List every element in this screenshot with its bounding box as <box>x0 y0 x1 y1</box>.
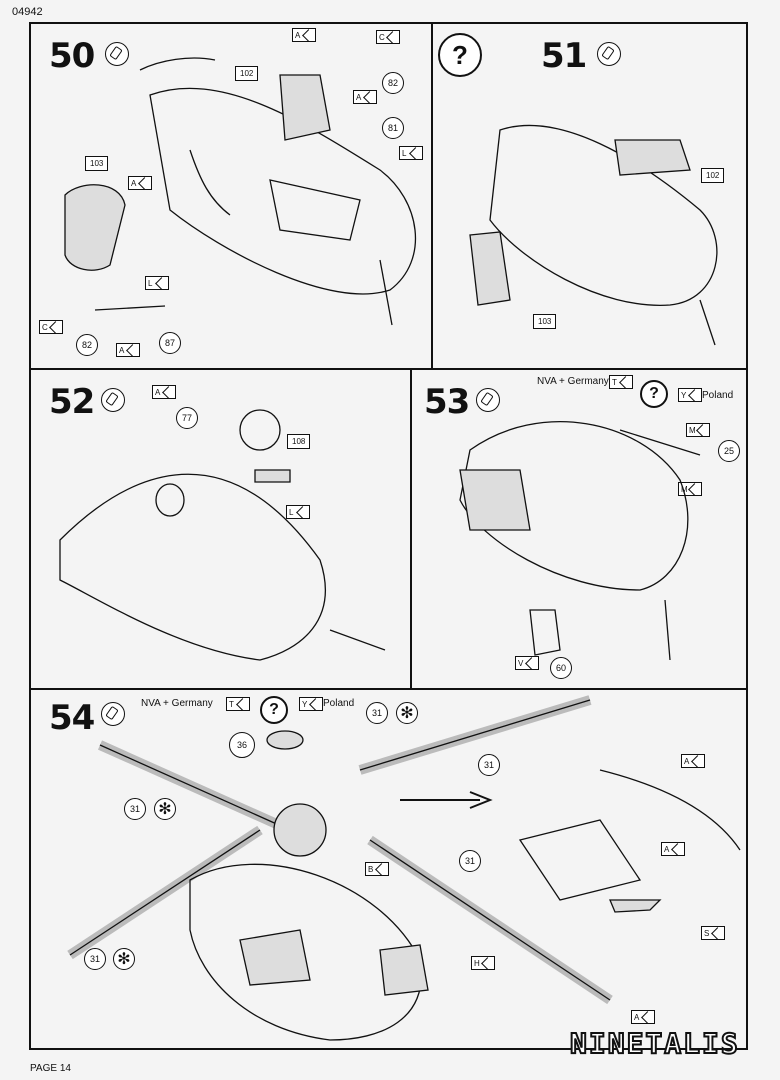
part-82: 82 <box>382 72 404 94</box>
part-label-108: 108 <box>287 434 311 449</box>
step-number: 52 <box>49 382 95 422</box>
question-icon: ? <box>438 33 482 77</box>
part-31d: 31 <box>459 850 481 872</box>
part-label-102: 102 <box>235 66 259 81</box>
question-icon: ? <box>640 380 668 408</box>
step-number: 50 <box>49 36 95 76</box>
variant-poland: Poland <box>323 698 355 709</box>
flag-A3: A <box>128 176 152 190</box>
step-number: 51 <box>541 36 587 76</box>
step-number: 54 <box>49 698 95 738</box>
flag-V: V <box>515 656 539 670</box>
flag-T: T <box>609 375 633 389</box>
flag-H: H <box>471 956 495 970</box>
glue-tube-icon <box>101 388 125 412</box>
flag-L2: L <box>145 276 169 290</box>
flag-C: C <box>376 30 400 44</box>
part-31b: 31 <box>124 798 146 820</box>
flag-Y: Y <box>299 697 323 711</box>
flag-A2: A <box>661 842 685 856</box>
flag-A: A <box>681 754 705 768</box>
part-label-103: 103 <box>533 314 557 329</box>
part-25: 25 <box>718 440 740 462</box>
glue-tube-icon <box>597 42 621 66</box>
part-31e: 31 <box>84 948 106 970</box>
flag-A: A <box>292 28 316 42</box>
variant-nva-germany: NVA + Germany <box>537 376 609 387</box>
part-77: 77 <box>176 407 198 429</box>
flag-A3: A <box>631 1010 655 1024</box>
asterisk-icon: ✻ <box>396 702 418 724</box>
flag-A2: A <box>353 90 377 104</box>
brand-logo: NINETALIS <box>569 1026 740 1061</box>
question-icon: ? <box>260 696 288 724</box>
variant-poland: Poland <box>702 390 734 401</box>
asterisk-icon: ✻ <box>154 798 176 820</box>
part-81: 81 <box>382 117 404 139</box>
step-53-panel: 53 NVA + Germany T ? Y Poland 25 60 M M … <box>410 368 748 690</box>
flag-L: L <box>286 505 310 519</box>
flag-L: L <box>399 146 423 160</box>
flag-C2: C <box>39 320 63 334</box>
part-31a: 31 <box>366 702 388 724</box>
part-36: 36 <box>229 732 255 758</box>
page-number: PAGE 14 <box>30 1063 71 1074</box>
step-51-panel: 51 102 103 <box>431 22 748 370</box>
asterisk-icon: ✻ <box>113 948 135 970</box>
part-60: 60 <box>550 657 572 679</box>
flag-B: B <box>365 862 389 876</box>
part-82b: 82 <box>76 334 98 356</box>
document-code: 04942 <box>12 6 43 18</box>
flag-A: A <box>152 385 176 399</box>
flag-A4: A <box>116 343 140 357</box>
flag-S: S <box>701 926 725 940</box>
flag-M: M <box>686 423 710 437</box>
glue-tube-icon <box>105 42 129 66</box>
flag-Y: Y <box>678 388 702 402</box>
part-87: 87 <box>159 332 181 354</box>
glue-tube-icon <box>101 702 125 726</box>
flag-T: T <box>226 697 250 711</box>
glue-tube-icon <box>476 388 500 412</box>
step-number: 53 <box>424 382 470 422</box>
part-label-103: 103 <box>85 156 109 171</box>
part-31c: 31 <box>478 754 500 776</box>
variant-nva-germany: NVA + Germany <box>141 698 213 709</box>
part-label-102: 102 <box>701 168 725 183</box>
